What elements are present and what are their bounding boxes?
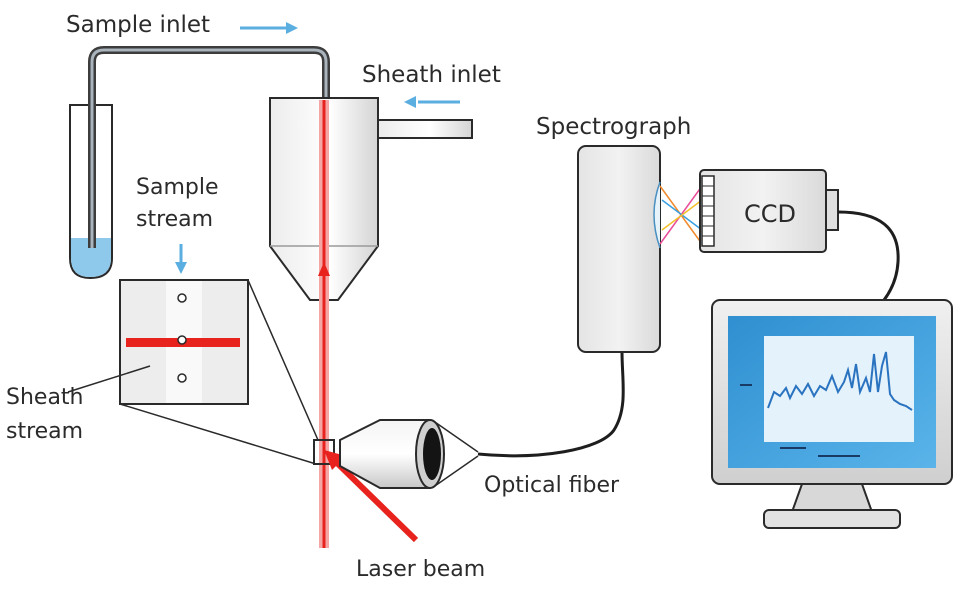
sample-stream-arrow-icon: [175, 244, 187, 274]
ccd-detector: [699, 169, 839, 253]
sheath-inlet-arrow-icon: [404, 96, 460, 108]
laser-beam-label: Laser beam: [356, 557, 485, 582]
sheath-stream-pointer: [67, 365, 151, 393]
zoom-inset: [119, 279, 249, 405]
flow-cell: [269, 97, 473, 301]
zoom-connector-lines: [119, 279, 335, 465]
dispersed-light-rays: [659, 185, 703, 245]
sample-inlet-label: Sample inlet: [66, 12, 210, 38]
spectrograph-label: Spectrograph: [536, 114, 691, 140]
ccd-label: CCD: [744, 200, 796, 228]
optical-fiber-label: Optical fiber: [484, 473, 620, 498]
sheath-inlet-label: Sheath inlet: [362, 62, 501, 88]
spectrum-trace: [767, 351, 913, 411]
ccd-monitor-cable: [837, 210, 900, 301]
laser-vertical-beam: [318, 100, 330, 548]
sample-inlet-arrow-icon: [240, 22, 298, 34]
sheath-stream-label-line1: Sheath: [6, 385, 84, 410]
sample-stream-label-line2: stream: [136, 207, 213, 232]
spectrograph-box: [577, 145, 661, 353]
optical-fiber-cable: [477, 351, 625, 458]
sheath-stream-label-line2: stream: [6, 419, 83, 444]
sample-stream-label-line1: Sample: [136, 175, 219, 200]
objective-lens-icon: [339, 419, 479, 489]
monitor-icon: [711, 299, 953, 529]
